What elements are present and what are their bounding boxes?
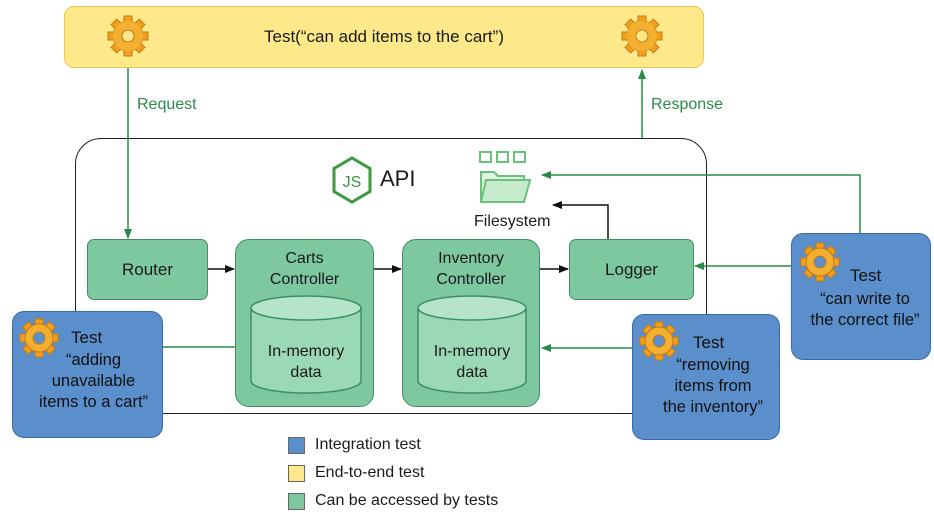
legend: Integration test End-to-end test Can be … bbox=[288, 434, 498, 512]
test-write-title: Test bbox=[850, 266, 882, 285]
inventory-controller-label: Inventory Controller bbox=[436, 250, 506, 288]
inventory-in-memory-cylinder bbox=[417, 295, 527, 394]
carts-controller-label: Carts Controller bbox=[269, 250, 340, 288]
router-box: Router bbox=[87, 239, 208, 300]
router-label: Router bbox=[121, 259, 174, 279]
test-adding-description: “adding unavailable items to a cart” bbox=[38, 351, 149, 411]
legend-label-integration: Integration test bbox=[315, 436, 421, 453]
e2e-test-label: Test(“can add items to the cart”) bbox=[264, 27, 504, 46]
svg-text:JS: JS bbox=[343, 174, 362, 191]
api-title: API bbox=[380, 166, 416, 191]
test-removing-items: Test “removing items from the inventory” bbox=[632, 314, 780, 440]
test-removing-description: “removing items from the inventory” bbox=[663, 356, 763, 416]
inventory-in-memory-label: In-memory data bbox=[433, 343, 511, 381]
test-write-description: “can write to the correct file” bbox=[810, 290, 920, 329]
api-title-group: JS API bbox=[330, 156, 450, 204]
legend-label-e2e: End-to-end test bbox=[315, 464, 425, 481]
legend-item-e2e: End-to-end test bbox=[288, 462, 498, 484]
test-write-correct-file: Test “can write to the correct file” bbox=[791, 233, 931, 360]
nodejs-logo-icon: JS bbox=[332, 156, 372, 204]
legend-swatch-integration bbox=[288, 436, 305, 454]
writing-test-to-filesystem-arrow bbox=[541, 171, 861, 233]
legend-swatch-accessible bbox=[288, 492, 305, 510]
carts-in-memory-cylinder bbox=[250, 295, 362, 394]
carts-in-memory-label: In-memory data bbox=[267, 343, 345, 381]
legend-label-accessible: Can be accessed by tests bbox=[315, 492, 499, 509]
filesystem-label: Filesystem bbox=[474, 213, 551, 230]
legend-item-integration: Integration test bbox=[288, 434, 498, 456]
legend-swatch-e2e bbox=[288, 464, 305, 482]
gear-icon bbox=[621, 15, 663, 57]
gear-icon bbox=[639, 321, 679, 361]
legend-item-accessible: Can be accessed by tests bbox=[288, 490, 498, 512]
gear-icon bbox=[800, 242, 840, 282]
carts-controller: Carts Controller In-memory data bbox=[235, 239, 374, 407]
filesystem-icon bbox=[479, 151, 532, 203]
logger-to-filesystem-arrow bbox=[552, 201, 609, 239]
test-adding-title: Test bbox=[71, 328, 103, 347]
response-label: Response bbox=[651, 96, 724, 113]
test-removing-title: Test bbox=[693, 333, 725, 352]
gear-icon bbox=[19, 318, 59, 358]
logger-box: Logger bbox=[569, 239, 694, 300]
gear-icon bbox=[107, 15, 149, 57]
inventory-controller: Inventory Controller In-memory data bbox=[402, 239, 540, 407]
logger-label: Logger bbox=[605, 259, 658, 279]
request-label: Request bbox=[137, 96, 197, 113]
test-adding-unavailable: Test “adding unavailable items to a cart… bbox=[12, 311, 163, 438]
e2e-test-bar: Test(“can add items to the cart”) bbox=[64, 6, 704, 68]
